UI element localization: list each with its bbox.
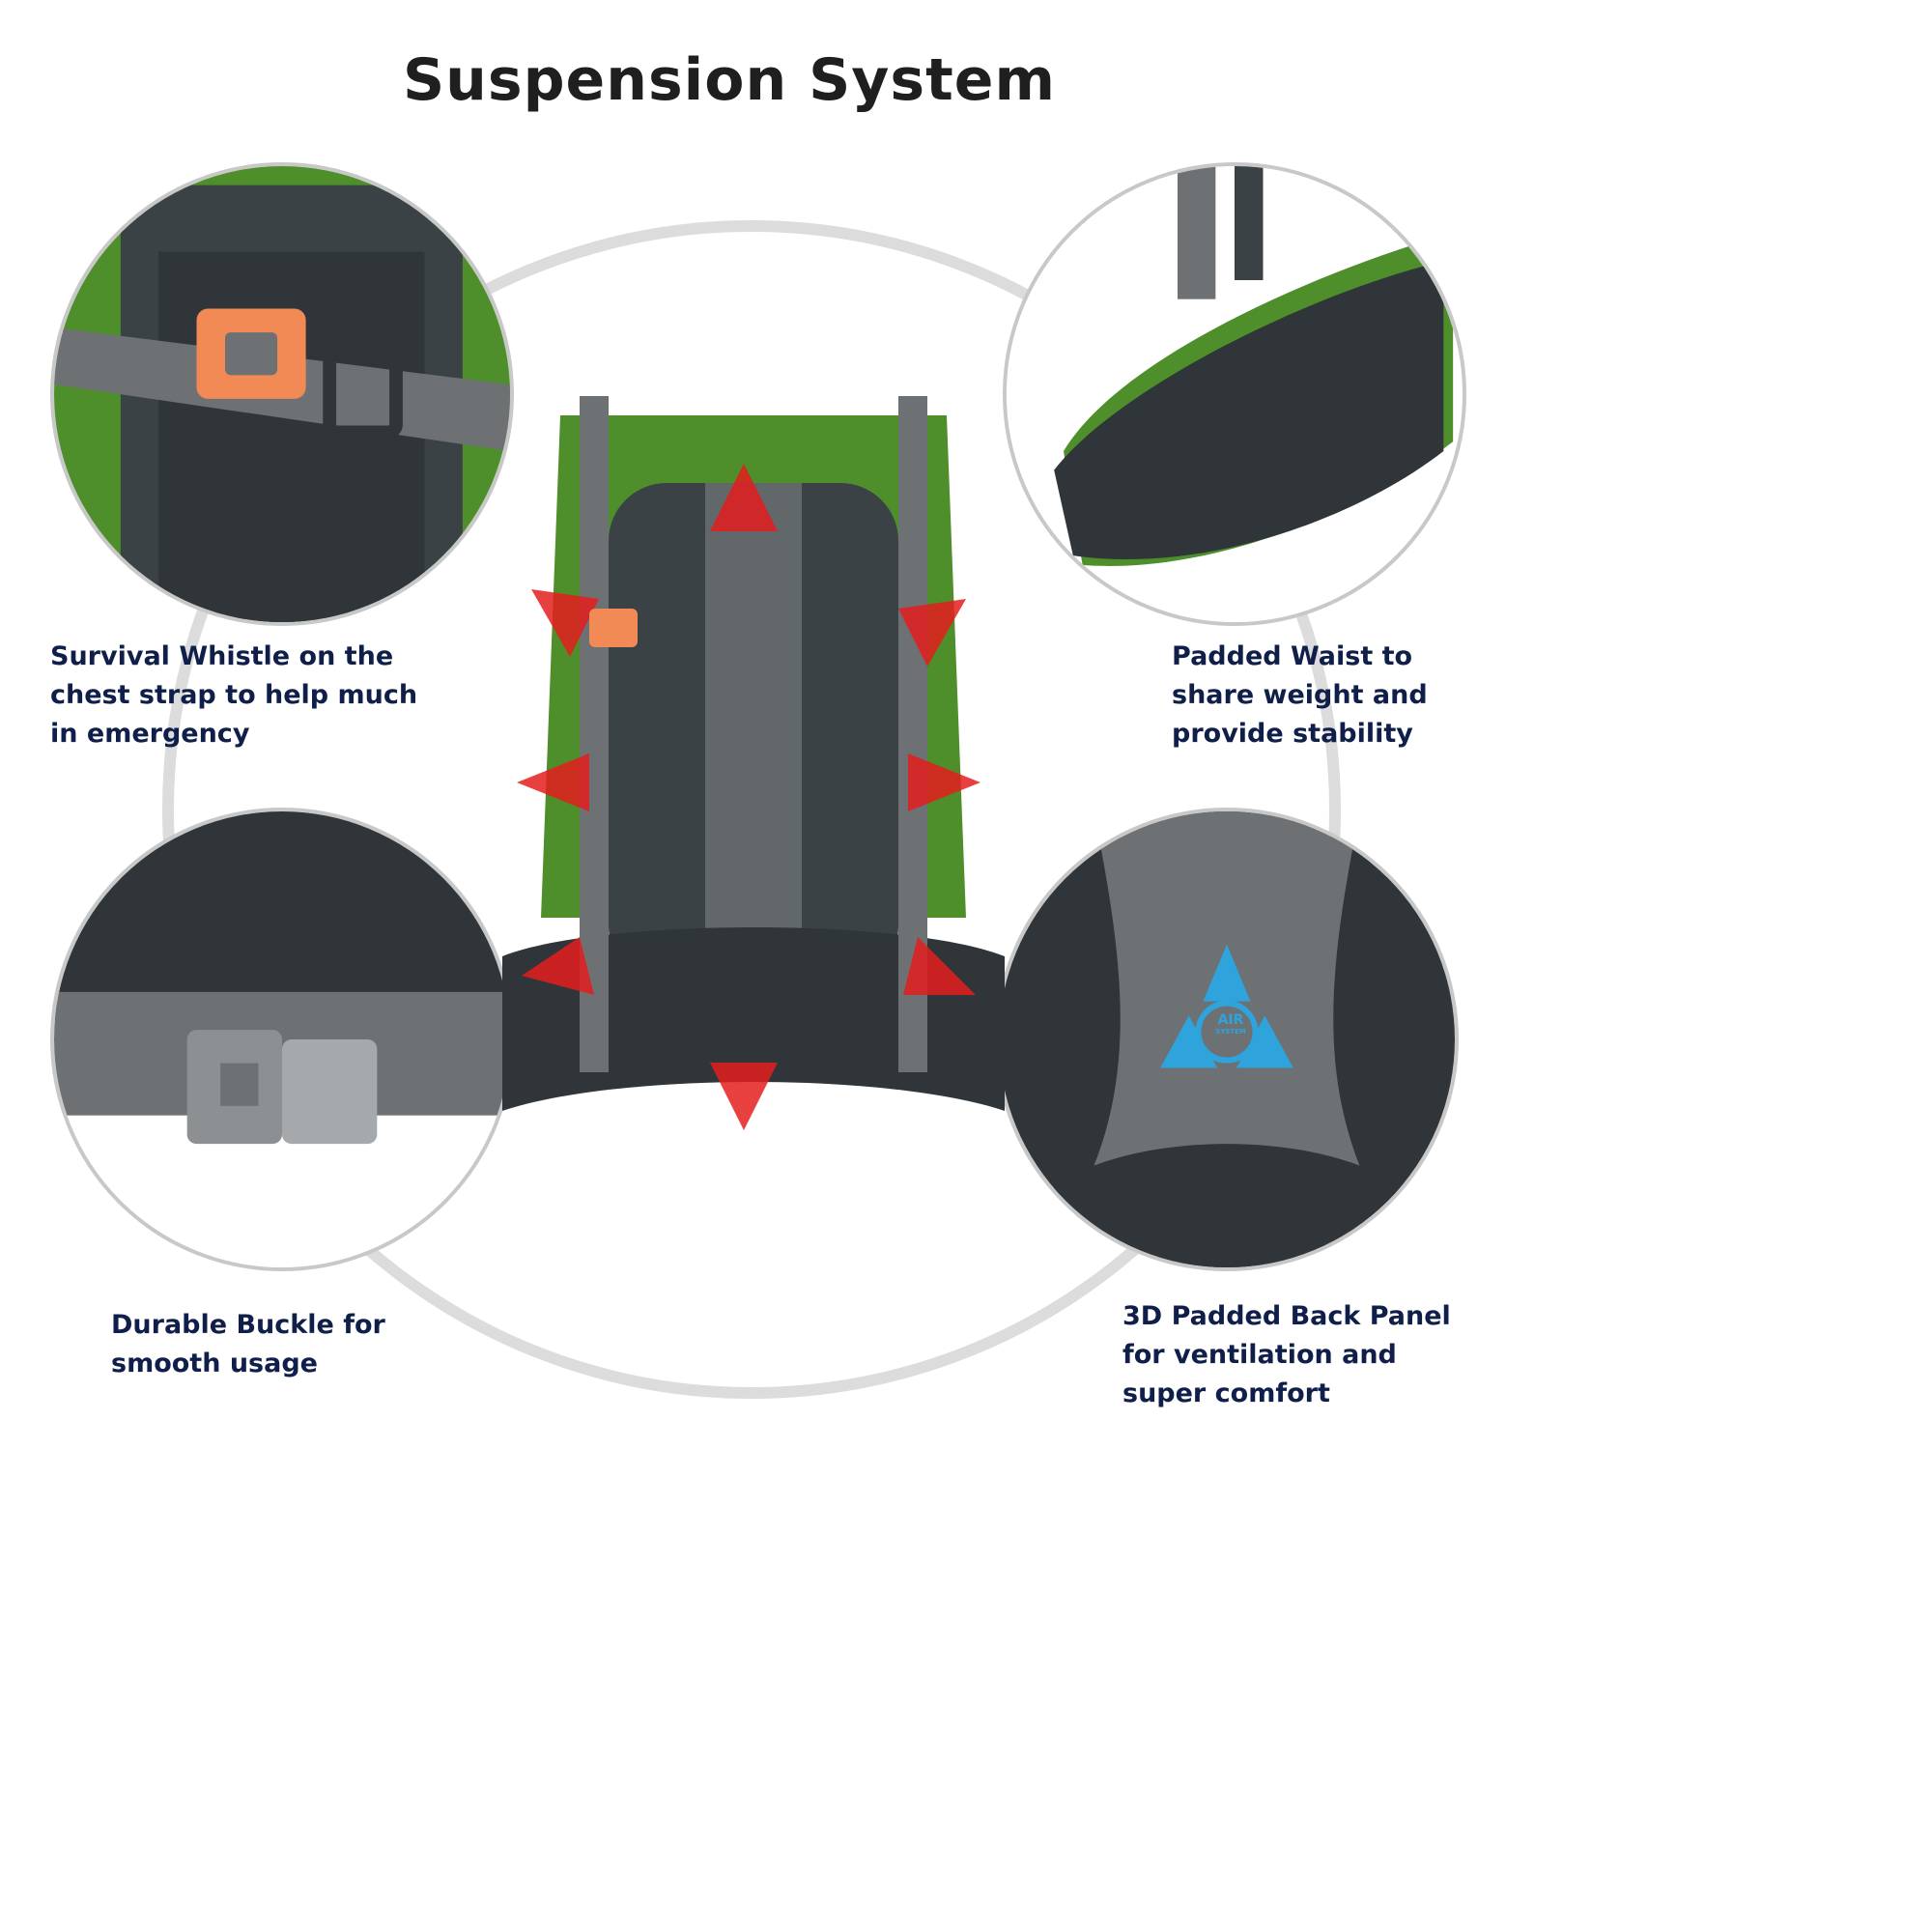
air-system-logo-icon — [1160, 944, 1293, 1068]
backpack-back-illustration — [502, 396, 1005, 1130]
waist-closeup-drawing — [1007, 166, 1463, 622]
logo-text-air: AIR — [1217, 1012, 1244, 1028]
page-title: Suspension System — [402, 46, 1057, 114]
whistle-closeup-drawing — [54, 166, 510, 622]
logo-text-system: SYSTEM — [1215, 1028, 1246, 1036]
buckle-closeup-drawing — [54, 811, 510, 1267]
waist-closeup-image — [1003, 162, 1466, 626]
load-distribution-arrows — [517, 464, 980, 1130]
back-panel-closeup-image: AIR SYSTEM — [995, 808, 1459, 1271]
buckle-closeup-image — [50, 808, 514, 1271]
waist-caption: Padded Waist to share weight and provide… — [1172, 641, 1428, 749]
back-panel-closeup-drawing — [999, 811, 1455, 1267]
back-panel-caption: 3D Padded Back Panel for ventilation and… — [1122, 1301, 1451, 1408]
whistle-caption: Survival Whistle on the chest strap to h… — [50, 641, 418, 749]
buckle-caption: Durable Buckle for smooth usage — [111, 1310, 385, 1378]
whistle-closeup-image — [50, 162, 514, 626]
